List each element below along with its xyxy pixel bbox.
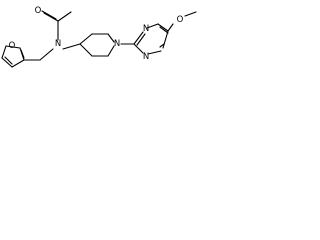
methoxy-methyl-bond <box>184 11 197 17</box>
amide-nitrogen-label: N <box>55 39 61 49</box>
carbonyl-oxygen-label: O <box>35 6 42 16</box>
piperidine-nitrogen-label: N <box>114 39 120 49</box>
furan-oxygen-label: O <box>9 41 16 51</box>
acetyl-group <box>41 10 72 41</box>
n-piperidine-bond <box>62 43 81 50</box>
pyrimidine-n3-label: N <box>143 52 149 62</box>
pyrimidine-ring <box>133 23 169 55</box>
methylene-n-bond <box>39 48 54 61</box>
furan-ring <box>1 45 25 68</box>
pyrimidine-n1-label: N <box>143 24 149 34</box>
ether-oxygen-label: O <box>177 15 184 25</box>
structure-diagram: O O N N N N O <box>1 6 197 68</box>
piperidine-ring <box>79 33 115 57</box>
methoxy-bond <box>167 23 174 32</box>
